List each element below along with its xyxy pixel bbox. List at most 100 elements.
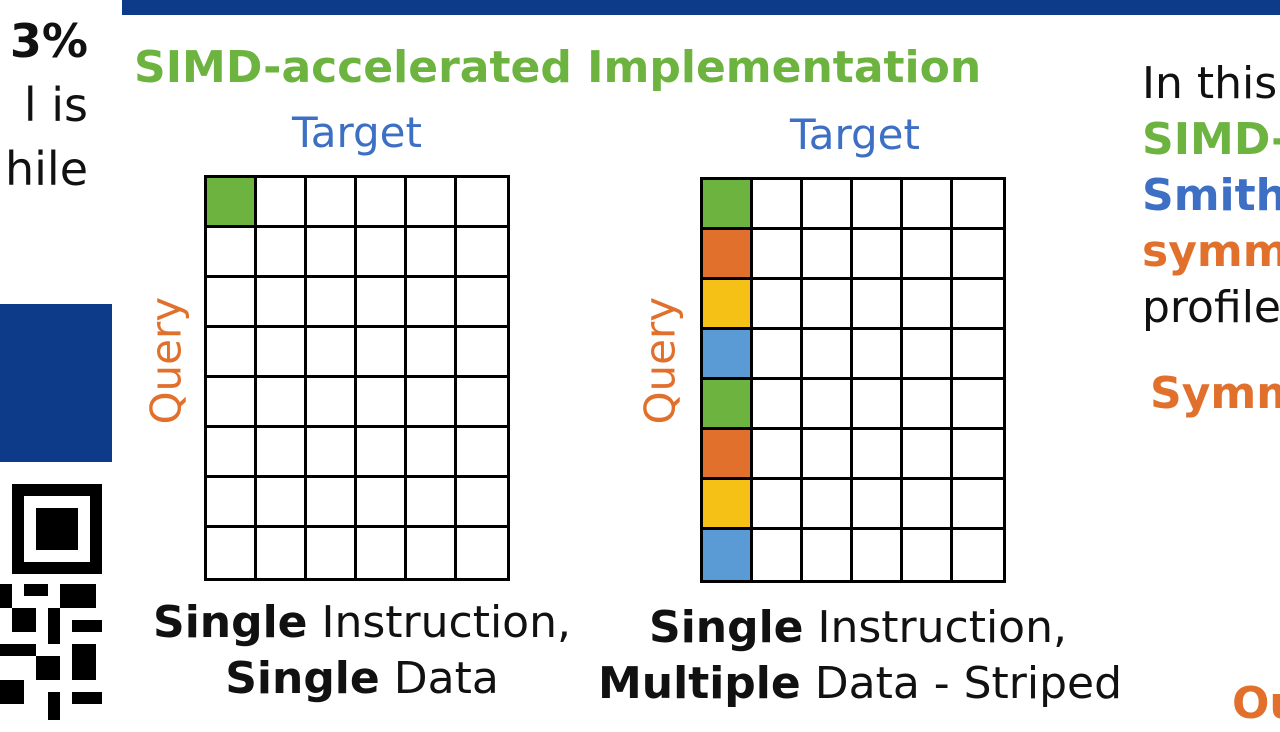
matrix-cell bbox=[257, 328, 307, 378]
matrix-cell bbox=[257, 228, 307, 278]
query-label-simd: Query bbox=[635, 296, 685, 425]
caption-simd-rest-2: Data - Striped bbox=[800, 658, 1123, 709]
matrix-cell bbox=[953, 180, 1003, 230]
matrix-cell bbox=[903, 280, 953, 330]
matrix-cell bbox=[207, 178, 257, 228]
matrix-cell bbox=[903, 230, 953, 280]
matrix-cell bbox=[703, 230, 753, 280]
right-line-2: SIMD- bbox=[1142, 114, 1280, 165]
matrix-cell bbox=[457, 428, 507, 478]
right-text-column: In this SIMD- Smith symm profile/ bbox=[1142, 56, 1280, 336]
matrix-cell bbox=[357, 228, 407, 278]
matrix-cell bbox=[703, 280, 753, 330]
matrix-cell bbox=[803, 380, 853, 430]
matrix-cell bbox=[407, 178, 457, 228]
matrix-cell bbox=[357, 378, 407, 428]
matrix-cell bbox=[457, 528, 507, 578]
matrix-cell bbox=[753, 180, 803, 230]
matrix-cell bbox=[457, 178, 507, 228]
matrix-cell bbox=[753, 380, 803, 430]
matrix-cell bbox=[903, 180, 953, 230]
caption-simd-bold-1: Single bbox=[649, 602, 804, 653]
matrix-cell bbox=[407, 528, 457, 578]
matrix-cell bbox=[703, 530, 753, 580]
matrix-cell bbox=[307, 228, 357, 278]
matrix-cell bbox=[307, 478, 357, 528]
matrix-cell bbox=[953, 380, 1003, 430]
left-text-line-3: hile bbox=[4, 142, 88, 196]
right-line-5: profile/ bbox=[1142, 282, 1280, 333]
slide-title: SIMD-accelerated Implementation bbox=[134, 42, 982, 93]
matrix-cell bbox=[457, 478, 507, 528]
matrix-cell bbox=[703, 380, 753, 430]
matrix-cell bbox=[853, 180, 903, 230]
caption-simd-line-1: Single Instruction, bbox=[598, 600, 1118, 656]
left-text-line-2: l is bbox=[23, 78, 88, 132]
matrix-cell bbox=[853, 330, 903, 380]
matrix-cell bbox=[953, 280, 1003, 330]
matrix-cell bbox=[407, 378, 457, 428]
target-label-sisd: Target bbox=[292, 108, 422, 157]
matrix-cell bbox=[703, 180, 753, 230]
matrix-cell bbox=[903, 330, 953, 380]
matrix-cell bbox=[457, 328, 507, 378]
top-banner-bar bbox=[122, 0, 1280, 15]
matrix-cell bbox=[207, 528, 257, 578]
left-text-line-1: 3% bbox=[9, 14, 88, 68]
matrix-cell bbox=[307, 528, 357, 578]
matrix-cell bbox=[207, 378, 257, 428]
matrix-cell bbox=[407, 478, 457, 528]
matrix-cell bbox=[457, 278, 507, 328]
matrix-cell bbox=[753, 230, 803, 280]
matrix-cell bbox=[953, 530, 1003, 580]
matrix-cell bbox=[903, 430, 953, 480]
right-line-3: Smith bbox=[1142, 170, 1280, 221]
matrix-cell bbox=[753, 480, 803, 530]
matrix-cell bbox=[753, 530, 803, 580]
matrix-cell bbox=[207, 328, 257, 378]
matrix-cell bbox=[307, 278, 357, 328]
matrix-cell bbox=[803, 530, 853, 580]
matrix-cell bbox=[853, 380, 903, 430]
matrix-cell bbox=[207, 428, 257, 478]
matrix-cell bbox=[257, 178, 307, 228]
matrix-cell bbox=[703, 430, 753, 480]
left-slide-panel: 3% l is hile bbox=[0, 0, 118, 720]
matrix-cell bbox=[953, 330, 1003, 380]
matrix-cell bbox=[903, 380, 953, 430]
matrix-cell bbox=[903, 530, 953, 580]
matrix-cell bbox=[853, 230, 903, 280]
matrix-cell bbox=[753, 430, 803, 480]
matrix-cell bbox=[803, 280, 853, 330]
right-line-6: Symm bbox=[1150, 368, 1280, 419]
matrix-cell bbox=[307, 428, 357, 478]
matrix-cell bbox=[207, 278, 257, 328]
matrix-cell bbox=[407, 228, 457, 278]
matrix-cell bbox=[803, 230, 853, 280]
matrix-cell bbox=[803, 180, 853, 230]
matrix-cell bbox=[257, 378, 307, 428]
caption-sisd-line-1: Single Instruction, bbox=[140, 595, 584, 651]
matrix-cell bbox=[207, 478, 257, 528]
matrix-cell bbox=[803, 330, 853, 380]
matrix-cell bbox=[853, 280, 903, 330]
matrix-cell bbox=[853, 480, 903, 530]
caption-sisd-bold-1: Single bbox=[153, 597, 308, 648]
caption-sisd: Single Instruction, Single Data bbox=[140, 595, 584, 707]
dp-matrix-simd-striped bbox=[700, 177, 1006, 583]
caption-simd-rest-1: Instruction, bbox=[803, 602, 1067, 653]
matrix-cell bbox=[357, 428, 407, 478]
matrix-cell bbox=[953, 430, 1003, 480]
matrix-cell bbox=[703, 330, 753, 380]
matrix-cell bbox=[257, 528, 307, 578]
matrix-cell bbox=[753, 330, 803, 380]
dp-matrix-sisd bbox=[204, 175, 510, 581]
matrix-cell bbox=[357, 528, 407, 578]
right-line-4: symm bbox=[1142, 226, 1280, 277]
matrix-cell bbox=[457, 228, 507, 278]
right-line-1: In this bbox=[1142, 58, 1278, 109]
matrix-cell bbox=[853, 530, 903, 580]
matrix-cell bbox=[853, 430, 903, 480]
matrix-cell bbox=[307, 178, 357, 228]
matrix-cell bbox=[953, 230, 1003, 280]
